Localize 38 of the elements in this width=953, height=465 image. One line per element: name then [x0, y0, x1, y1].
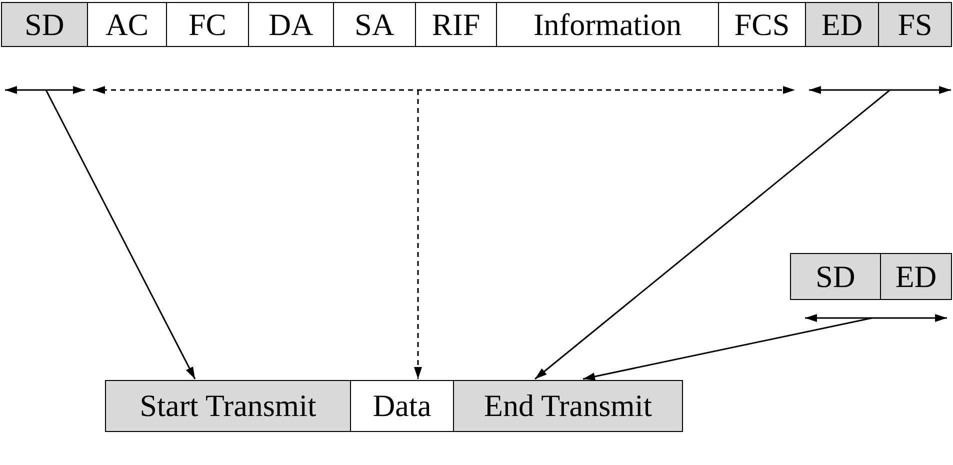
- arrow: [534, 89, 890, 380]
- dimension-line: [804, 312, 948, 324]
- frame-field: [350, 380, 454, 432]
- frame-field: [718, 2, 806, 47]
- frame-field: [878, 2, 952, 47]
- field-label: Information: [533, 6, 682, 42]
- frame-field: [805, 2, 879, 47]
- dimension-line: [4, 84, 86, 96]
- arrow: [582, 317, 872, 380]
- field-label: ED: [895, 258, 937, 294]
- field-label: AC: [105, 6, 149, 42]
- field-label: SA: [354, 6, 394, 42]
- field-label: Data: [372, 388, 432, 424]
- field-label: SD: [24, 6, 64, 42]
- field-label: FS: [898, 6, 932, 42]
- field-label: ED: [821, 6, 863, 42]
- frame-field: [87, 2, 167, 47]
- frame-field: [333, 2, 416, 47]
- field-label: FCS: [734, 6, 790, 42]
- frame-field: [248, 2, 334, 47]
- arrow: [414, 90, 422, 379]
- field-label: End Transmit: [484, 388, 652, 424]
- frame-field: [166, 2, 249, 47]
- dimension-line: [92, 84, 796, 96]
- field-label: Start Transmit: [140, 388, 316, 424]
- field-label: RIF: [432, 6, 480, 42]
- frame-field: [105, 380, 351, 432]
- frame-field: [496, 2, 719, 47]
- field-label: FC: [188, 6, 226, 42]
- frame-field: [453, 380, 683, 432]
- arrow: [45, 90, 196, 380]
- field-label: SD: [816, 258, 856, 294]
- frame-field: [880, 253, 952, 300]
- frame-field: [1, 2, 88, 47]
- frame-field: [415, 2, 497, 47]
- field-label: DA: [268, 6, 314, 42]
- frame-field: [790, 253, 881, 300]
- dimension-line: [808, 84, 952, 96]
